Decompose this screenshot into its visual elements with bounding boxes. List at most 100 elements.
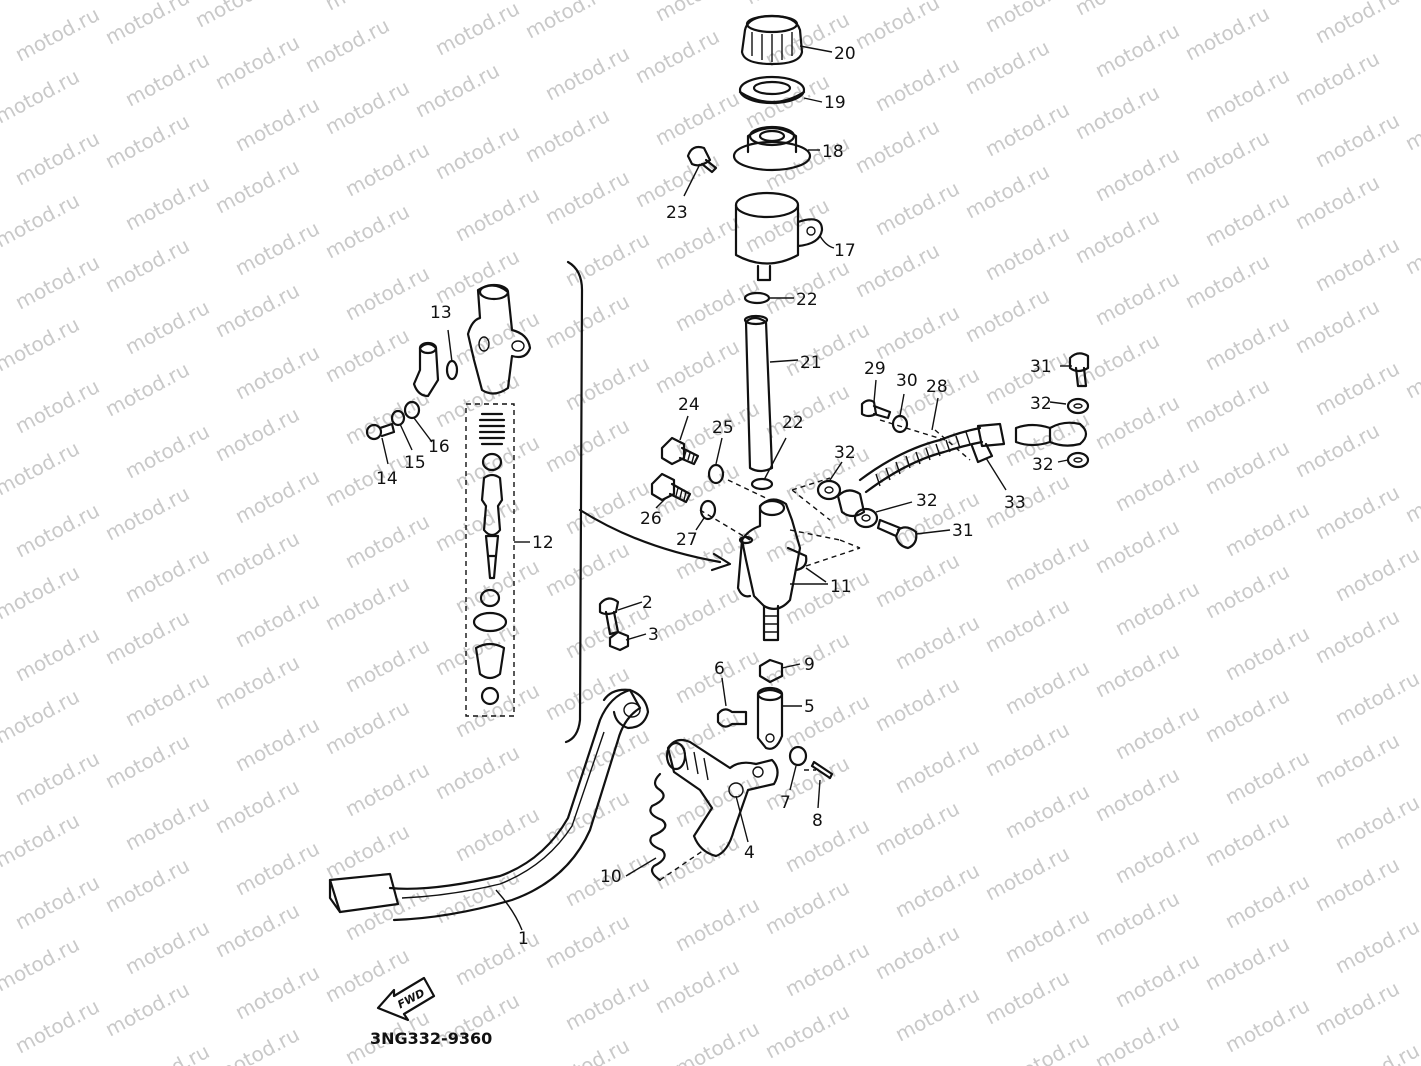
label-32-middle: 32 <box>916 491 938 511</box>
watermark-text: motod.ru <box>981 97 1073 161</box>
watermark-text: motod.ru <box>1331 1038 1421 1066</box>
watermark-text: motod.ru <box>1311 852 1403 916</box>
watermark-text: motod.ru <box>0 932 83 996</box>
washer-16 <box>403 400 421 420</box>
watermark-text: motod.ru <box>1091 142 1183 206</box>
label-25: 25 <box>712 418 734 438</box>
leader-lines <box>381 45 1072 931</box>
watermark-text: motod.ru <box>651 0 743 26</box>
watermark-text: motod.ru <box>631 24 723 88</box>
watermark-text: motod.ru <box>101 233 193 297</box>
watermark-text: motod.ru <box>321 75 413 139</box>
watermark-text: motod.ru <box>1091 1010 1183 1066</box>
watermark-text: motod.ru <box>1401 339 1421 403</box>
watermark-text: motod.ru <box>431 120 523 184</box>
watermark-text: motod.ru <box>211 526 303 590</box>
master-cylinder <box>736 498 808 642</box>
label-19: 19 <box>824 93 846 113</box>
watermark-text: motod.ru <box>191 0 283 32</box>
watermark-text: motod.ru <box>651 582 743 646</box>
watermark-text: motod.ru <box>11 994 103 1058</box>
diaphragm <box>732 125 812 172</box>
watermark-text: motod.ru <box>231 588 323 652</box>
shaft-arm-4 <box>665 738 779 858</box>
watermark-text: motod.ru <box>1221 869 1313 933</box>
watermark-text: motod.ru <box>1311 356 1403 420</box>
watermark-text: motod.ru <box>871 300 963 364</box>
watermark-text: motod.ru <box>341 881 433 945</box>
watermark-text: motod.ru <box>431 0 523 60</box>
watermark-text: motod.ru <box>1311 108 1403 172</box>
repair-kit-frame <box>465 403 515 717</box>
label-22-lower: 22 <box>782 413 804 433</box>
watermark-text: motod.ru <box>231 836 323 900</box>
bolt-31-top <box>1068 352 1090 388</box>
watermark-text: motod.ru <box>341 633 433 697</box>
watermark-text: motod.ru <box>1311 976 1403 1040</box>
label-14: 14 <box>376 469 398 489</box>
watermark-text: motod.ru <box>741 0 833 9</box>
pin-6 <box>716 708 748 728</box>
watermark-text: motod.ru <box>561 351 653 415</box>
label-33: 33 <box>1004 493 1026 513</box>
watermark-text: motod.ru <box>561 227 653 291</box>
watermark-text: motod.ru <box>1311 604 1403 668</box>
watermark-text: motod.ru <box>451 182 543 246</box>
washer-25 <box>707 463 725 485</box>
watermark-text: motod.ru <box>231 464 323 528</box>
watermark-text: motod.ru <box>521 0 613 43</box>
label-11: 11 <box>830 577 852 597</box>
watermark-text: motod.ru <box>541 413 633 477</box>
watermark-text: motod.ru <box>541 165 633 229</box>
watermark-text: motod.ru <box>1091 762 1183 826</box>
watermark-text: motod.ru <box>341 385 433 449</box>
watermark-text: motod.ru <box>1201 807 1293 871</box>
screw-23 <box>686 145 718 174</box>
watermark-text: motod.ru <box>431 864 523 928</box>
reservoir-tank <box>734 191 824 282</box>
watermark-text: motod.ru <box>1201 931 1293 995</box>
watermark-text: motod.ru <box>0 188 83 252</box>
forward-arrow-icon: FWD <box>376 976 436 1022</box>
watermark-text: motod.ru <box>231 960 323 1024</box>
watermark-text: motod.ru <box>411 58 503 122</box>
watermark-text: motod.ru <box>1331 542 1421 606</box>
watermark-text: motod.ru <box>1401 91 1421 155</box>
watermark-text: motod.ru <box>101 481 193 545</box>
watermark-text: motod.ru <box>541 41 633 105</box>
watermark-text: motod.ru <box>431 740 523 804</box>
watermark-text: motod.ru <box>961 35 1053 99</box>
nut-9 <box>758 658 784 684</box>
reservoir-cap <box>740 14 804 66</box>
watermark-text: motod.ru <box>961 283 1053 347</box>
watermark-text: motod.ru <box>761 999 853 1063</box>
label-24: 24 <box>678 395 700 415</box>
watermark-text: motod.ru <box>1091 886 1183 950</box>
watermark-text: motod.ru <box>1201 63 1293 127</box>
label-27: 27 <box>676 530 698 550</box>
label-7: 7 <box>780 793 791 813</box>
watermark-text: motod.ru <box>341 261 433 325</box>
watermark-text: motod.ru <box>341 757 433 821</box>
watermark-text: motod.ru <box>211 402 303 466</box>
label-12: 12 <box>532 533 554 553</box>
watermark-text: motod.ru <box>11 498 103 562</box>
watermark-text: motod.ru <box>651 706 743 770</box>
watermark-text: motod.ru <box>101 109 193 173</box>
watermark-text: motod.ru <box>541 1033 633 1066</box>
bolt-24 <box>660 436 700 466</box>
watermark-text: motod.ru <box>1181 373 1273 437</box>
label-5: 5 <box>804 697 815 717</box>
watermark-text: motod.ru <box>321 571 413 635</box>
watermark-text: motod.ru <box>981 965 1073 1029</box>
watermark-text: motod.ru <box>1311 728 1403 792</box>
watermark-text: motod.ru <box>0 436 83 500</box>
watermark-text: motod.ru <box>1201 0 1293 3</box>
watermark-text: motod.ru <box>1201 435 1293 499</box>
bolt-29 <box>860 399 892 420</box>
watermark-text: motod.ru <box>671 892 763 956</box>
watermark-text: motod.ru <box>1311 232 1403 296</box>
hose-21 <box>743 314 774 473</box>
watermark-text: motod.ru <box>1401 463 1421 527</box>
